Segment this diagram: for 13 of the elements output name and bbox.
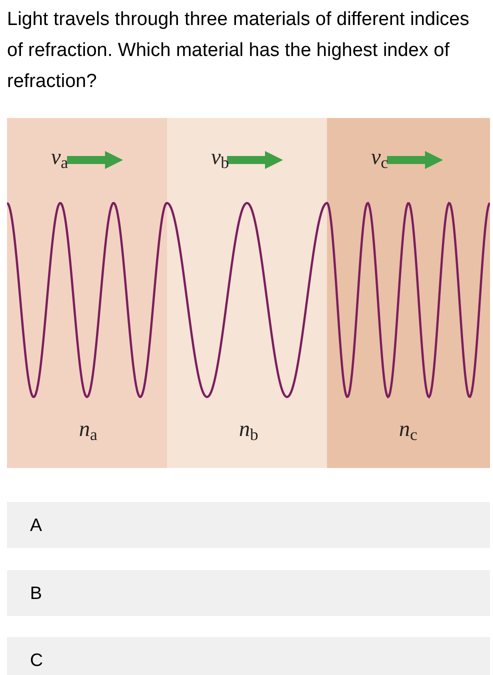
- answer-option: A: [7, 502, 490, 548]
- material-band: [7, 118, 167, 468]
- material-band: [327, 118, 490, 468]
- index-label: n$_{c}$: [399, 418, 418, 440]
- index-label: n$_{a}$: [79, 418, 98, 440]
- velocity-label: v$_{b}$: [211, 146, 230, 168]
- material-band: [167, 118, 327, 468]
- velocity-label: v$_{c}$: [371, 146, 388, 168]
- velocity-label: v$_{a}$: [51, 146, 68, 168]
- answer-option: C: [7, 637, 490, 675]
- index-label: n$_{b}$: [239, 418, 258, 440]
- answer-option: B: [7, 570, 490, 616]
- question-text: Light travels through three materials of different indices of refraction. Which material has the highest index of refraction?: [7, 8, 470, 94]
